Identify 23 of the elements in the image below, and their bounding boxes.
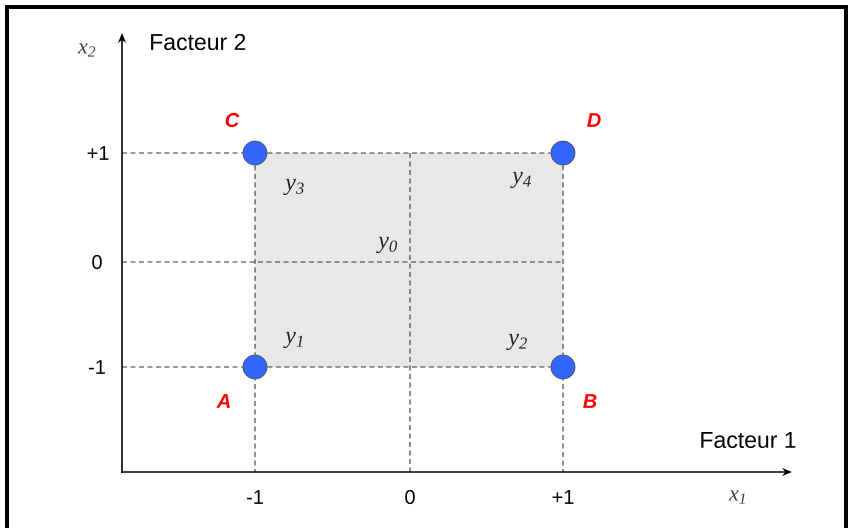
- variable-label: x$_{2}$: [78, 43, 96, 57]
- response-label: y$_{0}$: [376, 236, 398, 254]
- tick-label: +1: [88, 146, 108, 160]
- design-point: [242, 140, 268, 166]
- point-letter: A: [216, 394, 230, 408]
- tick-label: 0: [92, 254, 102, 270]
- axis-title: Facteur 1: [701, 432, 796, 448]
- design-point: [242, 354, 268, 380]
- point-letter: C: [226, 112, 240, 128]
- dashed-line: [267, 366, 551, 368]
- variable-label: x$_{1}$: [728, 490, 745, 504]
- tick-label: -1: [247, 490, 263, 504]
- dashed-line: [267, 152, 551, 154]
- point-letter: B: [583, 394, 596, 408]
- design-point: [550, 354, 576, 380]
- point-letter: D: [587, 113, 601, 127]
- response-label: y$_{3}$: [283, 178, 304, 196]
- dashed-line: [562, 165, 564, 355]
- tick-label: 0: [405, 490, 415, 504]
- dashed-line: [254, 165, 256, 355]
- tick-label: -1: [89, 360, 105, 374]
- design-point: [550, 140, 576, 166]
- tick-label: +1: [552, 490, 574, 504]
